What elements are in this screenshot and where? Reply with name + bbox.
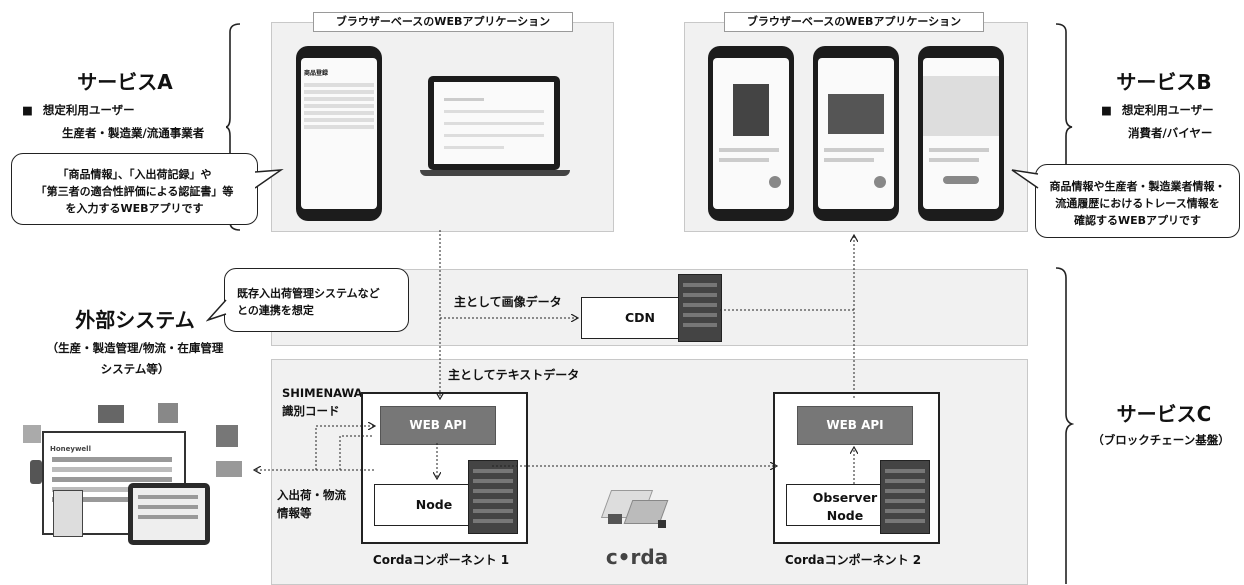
external-bubble: 既存入出荷管理システムなど との連携を想定: [224, 268, 409, 332]
service-b-users: 消費者/バイヤー: [1128, 126, 1213, 140]
corda-1-server-icon: [468, 460, 518, 534]
corda-devices-illustration: [598, 480, 676, 536]
service-a-title: サービスA: [77, 70, 173, 94]
truck: [98, 405, 124, 423]
web-app-tag-right: ブラウザーベースのWEBアプリケーション: [724, 12, 984, 32]
corda-2-web-api: WEB API: [797, 406, 913, 445]
truck: [216, 461, 242, 477]
service-c-bracket: [1055, 267, 1074, 584]
bubble-line: を入力するWEBアプリです: [65, 202, 204, 215]
service-c-title: サービスC: [1116, 402, 1212, 426]
service-b-users-label-row: ■ 想定利用ユーザー: [1101, 102, 1214, 118]
text-data-label: 主としてテキストデータ: [448, 368, 580, 382]
external-sub-2: システム等）: [100, 362, 170, 376]
shipping-line: 情報等: [277, 506, 312, 520]
brand-label: Honeywell: [50, 445, 91, 453]
bubble-line: 既存入出荷管理システムなど: [237, 287, 380, 300]
image-data-label: 主として画像データ: [454, 295, 562, 309]
bullet: ■: [22, 103, 33, 117]
shipping-line: 入出荷・物流: [277, 488, 346, 502]
observer-line: Observer: [812, 490, 878, 505]
service-a-users-label: 想定利用ユーザー: [42, 103, 135, 117]
service-a-laptop: [420, 76, 570, 186]
printer: [53, 490, 83, 537]
web-app-tag-left: ブラウザーベースのWEBアプリケーション: [313, 12, 573, 32]
service-a-users: 生産者・製造業/流通事業者: [62, 126, 205, 140]
service-a-bubble: 「商品情報」、「入出荷記録」や 「第三者の適合性評価による認証書」等 を入力する…: [11, 153, 258, 225]
service-b-users-label: 想定利用ユーザー: [1121, 103, 1214, 117]
service-b-phone-3: [918, 46, 1004, 221]
forklift: [216, 425, 238, 447]
bubble-tail: [255, 169, 284, 189]
scanner: [30, 460, 42, 484]
phone-header: 商品登録: [304, 70, 329, 77]
service-a-users-label-row: ■ 想定利用ユーザー: [22, 102, 135, 118]
boxes: [158, 403, 178, 423]
corda-2-caption: Cordaコンポーネント 2: [784, 553, 922, 567]
bubble-tail: [206, 299, 227, 322]
bubble-tail: [1011, 169, 1039, 189]
shimenawa-line: SHIMENAWA: [282, 386, 363, 400]
bubble-line: 「第三者の適合性評価による認証書」等: [35, 185, 234, 198]
external-title: 外部システム: [75, 308, 195, 332]
corda-logo: c•rda: [605, 545, 669, 569]
service-b-title: サービスB: [1116, 70, 1212, 94]
service-b-phone-1: [708, 46, 794, 221]
service-a-bracket: [226, 23, 241, 231]
service-b-bubble: 商品情報や生産者・製造業者情報・ 流通履歴におけるトレース情報を 確認するWEB…: [1035, 164, 1240, 238]
shimenawa-label: SHIMENAWA 識別コード: [282, 384, 363, 420]
corda-1-caption: Cordaコンポーネント 1: [372, 553, 510, 567]
bubble-line: 確認するWEBアプリです: [1073, 214, 1202, 227]
service-a-phone: 商品登録: [296, 46, 382, 221]
bullet: ■: [1101, 103, 1112, 117]
shimenawa-line: 識別コード: [282, 404, 340, 418]
shipping-label: 入出荷・物流 情報等: [277, 486, 346, 522]
bubble-line: との連携を想定: [237, 304, 314, 317]
corda-2-server-icon: [880, 460, 930, 534]
service-c-sub: （ブロックチェーン基盤）: [1092, 433, 1230, 447]
bubble-line: 流通履歴におけるトレース情報を: [1055, 197, 1220, 210]
service-b-phone-2: [813, 46, 899, 221]
bubble-line: 商品情報や生産者・製造業者情報・: [1049, 180, 1226, 193]
external-system-illustration: Honeywell: [18, 395, 253, 575]
external-sub-1: （生産・製造管理/物流・在庫管理: [46, 341, 224, 355]
cdn-server-icon: [678, 274, 722, 342]
corda-1-node: Node: [374, 484, 494, 526]
observer-line: Node: [826, 508, 864, 523]
bubble-line: 「商品情報」、「入出荷記録」や: [57, 168, 212, 181]
corda-1-web-api: WEB API: [380, 406, 496, 445]
